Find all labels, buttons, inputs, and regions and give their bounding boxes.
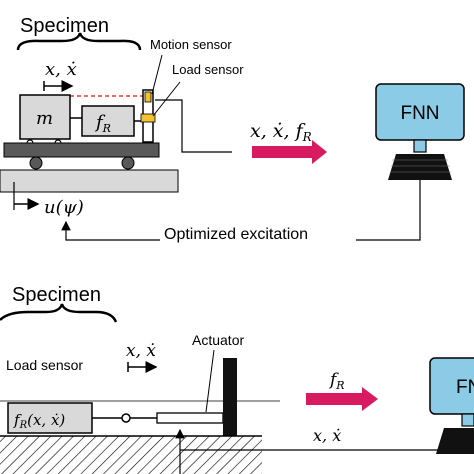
bottom-ground	[0, 436, 262, 474]
top-section: Specimen x, ẋ m fR Motion sensor Load se…	[0, 15, 465, 243]
top-computer-label: FNN	[400, 103, 439, 124]
top-ground	[0, 169, 179, 193]
top-motion-sensor	[144, 91, 152, 103]
bottom-actuator-label: Actuator	[192, 332, 244, 348]
top-signal-arrow	[252, 140, 327, 164]
top-monitor-stand	[413, 139, 427, 153]
bottom-specimen-brace	[0, 303, 118, 323]
top-keyboard	[388, 154, 452, 180]
bottom-computer-label: FN	[456, 377, 474, 398]
bottom-force-box-label: fR(x, ẋ)	[13, 411, 65, 431]
bottom-signal-arrow	[306, 387, 378, 411]
bottom-force-block	[7, 402, 93, 434]
top-motion-sensor-pointer	[151, 54, 163, 95]
bottom-state-label: x, ẋ	[126, 341, 156, 361]
top-mass-block	[19, 94, 71, 140]
bottom-section: Specimen Load sensor x, ẋ Actuator fR(x,…	[0, 284, 474, 474]
top-mass-label: m	[36, 108, 53, 129]
bottom-specimen-label: Specimen	[12, 284, 101, 306]
top-carriage-wheel-right	[121, 156, 135, 170]
top-computer: FNN	[375, 83, 465, 180]
bottom-keyboard	[436, 428, 474, 454]
top-input-label: u(ψ)	[44, 197, 84, 218]
bottom-load-sensor-label: Load sensor	[6, 357, 83, 373]
top-load-sensor	[140, 113, 156, 123]
bottom-actuator-pointer	[205, 349, 215, 413]
top-specimen-brace	[16, 32, 142, 51]
top-signal-wire	[155, 99, 232, 153]
top-load-sensor-pointer	[152, 81, 181, 117]
bottom-computer: FN	[429, 357, 474, 454]
bottom-actuator-cylinder	[156, 412, 224, 424]
bottom-signal-label: fR	[328, 370, 345, 392]
bottom-monitor-screen	[429, 357, 474, 415]
bottom-monitor-stand	[461, 413, 474, 427]
top-carriage-wheel-left	[29, 156, 43, 170]
top-specimen-label: Specimen	[20, 15, 109, 37]
bottom-feedback-label: x, ẋ	[313, 426, 341, 445]
top-feedback-label-text: Optimized excitation	[164, 226, 308, 243]
top-force-block	[81, 105, 135, 137]
top-load-sensor-label: Load sensor	[172, 62, 244, 77]
bottom-wall	[223, 358, 237, 436]
top-state-label: x, ẋ	[45, 59, 77, 80]
top-motion-sensor-label: Motion sensor	[150, 37, 232, 52]
bottom-state-label-bg	[300, 428, 356, 446]
top-feedback-label-bg	[160, 226, 356, 242]
bottom-joint	[121, 413, 131, 423]
top-signal-label: x, ẋ, fR	[250, 120, 312, 144]
top-carriage	[3, 142, 160, 158]
